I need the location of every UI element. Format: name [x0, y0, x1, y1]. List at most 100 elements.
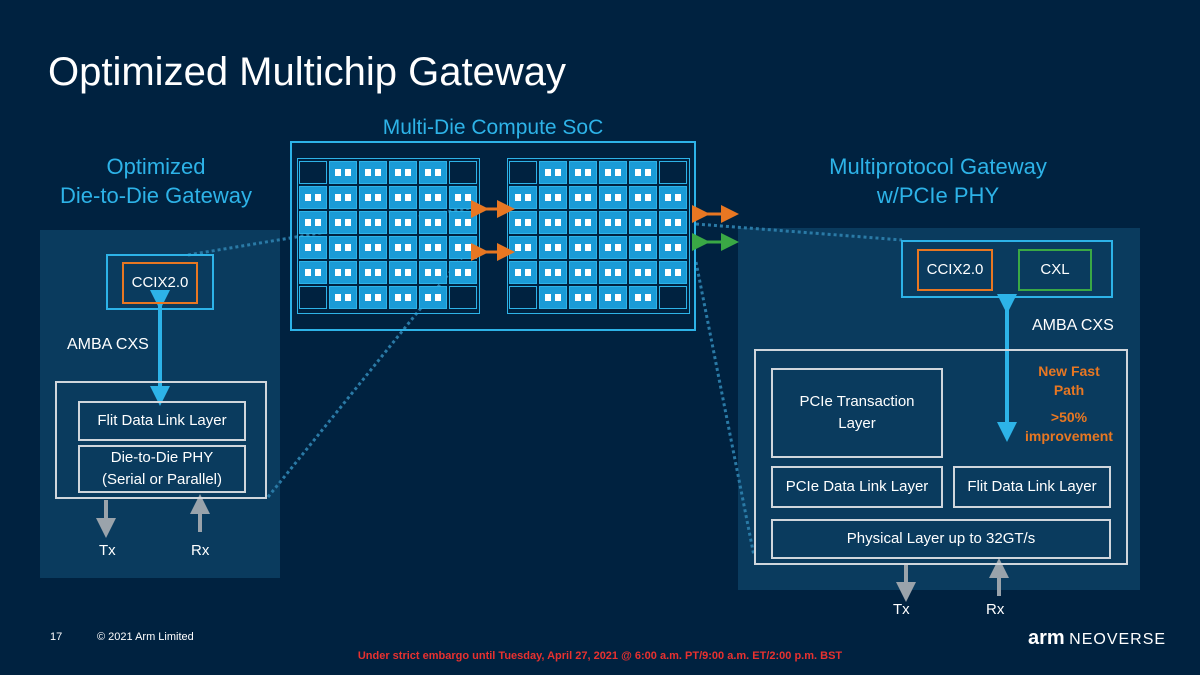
core-tile-detail — [395, 219, 401, 226]
core-tile — [629, 286, 657, 309]
core-tile-detail — [455, 219, 461, 226]
core-tile — [509, 261, 537, 284]
core-tile-detail — [545, 194, 551, 201]
core-tile-detail — [665, 244, 671, 251]
core-tile — [419, 286, 447, 309]
right-physical-layer-box: Physical Layer up to 32GT/s — [771, 519, 1111, 559]
core-tile-detail — [605, 244, 611, 251]
core-tile — [659, 161, 687, 184]
core-tile — [569, 236, 597, 259]
soc-label: Multi-Die Compute SoC — [382, 116, 604, 139]
core-tile — [659, 211, 687, 234]
core-tile — [299, 161, 327, 184]
embargo-notice: Under strict embargo until Tuesday, Apri… — [357, 650, 843, 662]
core-tile-detail — [575, 194, 581, 201]
core-tile — [449, 211, 477, 234]
left-phy-line2: (Serial or Parallel) — [101, 471, 223, 488]
core-tile — [389, 261, 417, 284]
core-tile — [629, 161, 657, 184]
copyright: © 2021 Arm Limited — [97, 631, 194, 643]
core-tile — [659, 186, 687, 209]
core-tile — [539, 211, 567, 234]
core-tile — [359, 211, 387, 234]
core-tile-detail — [515, 194, 521, 201]
core-tile — [569, 211, 597, 234]
improve-line1: >50% — [1050, 409, 1088, 425]
core-tile-detail — [305, 244, 311, 251]
right-pcie-transaction-box: PCIe Transaction Layer — [771, 368, 943, 458]
core-tile — [599, 261, 627, 284]
core-tile — [509, 161, 537, 184]
core-tile-detail — [635, 169, 641, 176]
left-tx-label: Tx — [99, 542, 116, 559]
core-tile-detail — [365, 194, 371, 201]
core-tile-detail — [395, 294, 401, 301]
core-tile — [359, 236, 387, 259]
core-tile-detail — [425, 194, 431, 201]
core-tile — [419, 186, 447, 209]
core-tile-detail — [605, 294, 611, 301]
left-phy-box: Die-to-Die PHY (Serial or Parallel) — [78, 445, 246, 493]
core-tile — [329, 236, 357, 259]
core-tile-detail — [545, 219, 551, 226]
core-tile — [539, 261, 567, 284]
core-tile-detail — [635, 194, 641, 201]
core-tile — [599, 161, 627, 184]
core-tile-detail — [335, 269, 341, 276]
core-tile — [599, 186, 627, 209]
core-tile-detail — [635, 294, 641, 301]
core-tile-detail — [635, 244, 641, 251]
core-tile-detail — [425, 294, 431, 301]
right-protocol-outer — [901, 240, 1113, 298]
core-tile-detail — [545, 269, 551, 276]
right-stack-frame — [754, 349, 1128, 565]
right-fast-path-note: New Fast Path >50% improvement — [1010, 362, 1128, 446]
core-tile-detail — [425, 269, 431, 276]
core-tile — [539, 186, 567, 209]
core-tile-detail — [515, 244, 521, 251]
core-tile — [539, 161, 567, 184]
left-phy-line1: Die-to-Die PHY — [110, 449, 214, 466]
new-fast-line2: Path — [1053, 382, 1085, 398]
core-tile — [389, 186, 417, 209]
core-tile — [509, 236, 537, 259]
core-tile-detail — [395, 169, 401, 176]
page-title: Optimized Multichip Gateway — [48, 50, 566, 94]
core-tile — [629, 236, 657, 259]
left-stack-frame — [55, 381, 267, 499]
core-tile — [329, 211, 357, 234]
improve-line2: improvement — [1025, 428, 1113, 444]
soc-die-right — [507, 158, 690, 314]
core-tile — [389, 211, 417, 234]
right-amba-label: AMBA CXS — [1032, 317, 1114, 334]
right-pcie-trans-line1: PCIe Transaction — [799, 393, 915, 410]
core-tile-detail — [455, 269, 461, 276]
core-tile-detail — [665, 194, 671, 201]
core-tile-detail — [365, 294, 371, 301]
core-tile-detail — [305, 194, 311, 201]
right-pcie-dll-box: PCIe Data Link Layer — [771, 466, 943, 508]
core-tile-detail — [305, 269, 311, 276]
core-tile — [329, 261, 357, 284]
core-tile — [389, 286, 417, 309]
right-ccix-box: CCIX2.0 — [917, 249, 993, 291]
core-tile-detail — [665, 269, 671, 276]
core-tile-detail — [335, 244, 341, 251]
core-tile — [449, 236, 477, 259]
core-tile — [329, 161, 357, 184]
core-tile — [329, 186, 357, 209]
core-tile-detail — [635, 269, 641, 276]
core-tile-detail — [515, 269, 521, 276]
core-tile — [299, 286, 327, 309]
core-tile — [299, 236, 327, 259]
logo-arm: arm — [1028, 627, 1065, 649]
right-flit-box: Flit Data Link Layer — [953, 466, 1111, 508]
core-tile — [569, 161, 597, 184]
core-tile-detail — [365, 219, 371, 226]
new-fast-line1: New Fast — [1038, 363, 1100, 379]
core-tile-detail — [545, 294, 551, 301]
core-tile-detail — [545, 169, 551, 176]
core-tile-detail — [395, 244, 401, 251]
core-tile-detail — [605, 169, 611, 176]
